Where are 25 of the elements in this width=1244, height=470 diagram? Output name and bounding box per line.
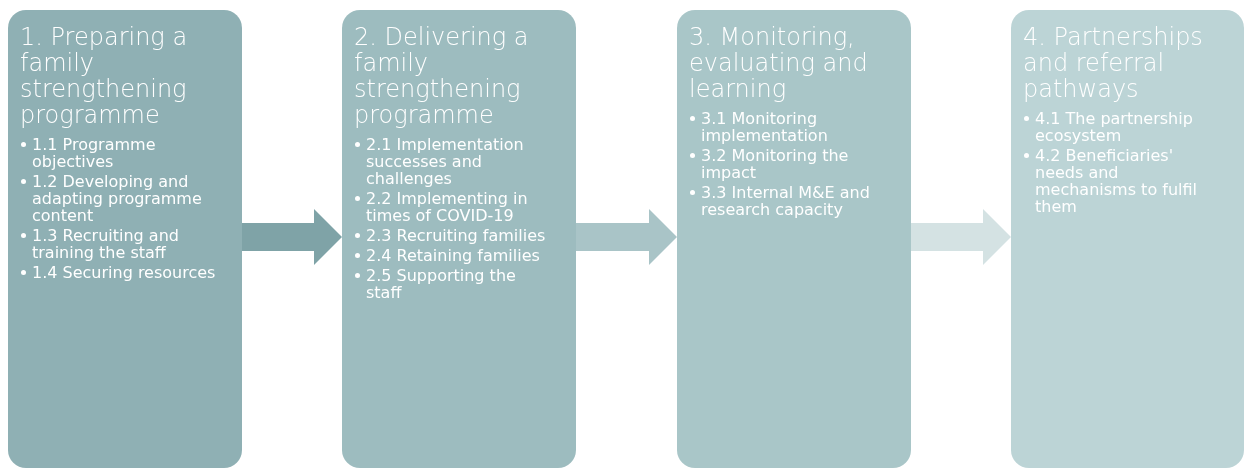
list-item: 2.2 Implementing in times of COVID-19: [354, 190, 554, 224]
list-item: 2.4 Retaining families: [354, 247, 554, 264]
stage-card: [677, 10, 911, 468]
list-item: 3.3 Internal M&E and research capacity: [689, 184, 889, 218]
list-item: 4.1 The partnership ecosystem: [1023, 110, 1222, 144]
list-item: 3.1 Monitoring implementation: [689, 110, 889, 144]
list-item: 1.3 Recruiting and training the staff: [20, 227, 220, 261]
stage-heading: 4. Partnerships and referral pathways: [1023, 24, 1204, 102]
list-item: 1.4 Securing resources: [20, 264, 220, 281]
list-item: 4.2 Beneficiaries' needs and mechanisms to fulfil them: [1023, 147, 1222, 215]
stage-heading: 1. Preparing a family strengthening programme: [20, 24, 189, 128]
stage-heading: 3. Monitoring, evaluating and learning: [689, 24, 869, 102]
block-arrow: [911, 209, 1011, 265]
list-item: 1.1 Programme objectives: [20, 136, 220, 170]
block-arrow: [576, 209, 677, 265]
list-item: 1.2 Developing and adapting programme content: [20, 173, 220, 224]
list-item: 3.2 Monitoring the impact: [689, 147, 889, 181]
list-item: 2.3 Recruiting families: [354, 227, 554, 244]
stage-heading: 2. Delivering a family strengthening programme: [354, 24, 530, 128]
list-item: 2.5 Supporting the staff: [354, 267, 554, 301]
stage-card: [342, 10, 576, 468]
stage-card: [8, 10, 242, 468]
stage-card: [1011, 10, 1244, 468]
list-item: 2.1 Implementation successes and challenges: [354, 136, 554, 187]
block-arrow: [242, 209, 342, 265]
